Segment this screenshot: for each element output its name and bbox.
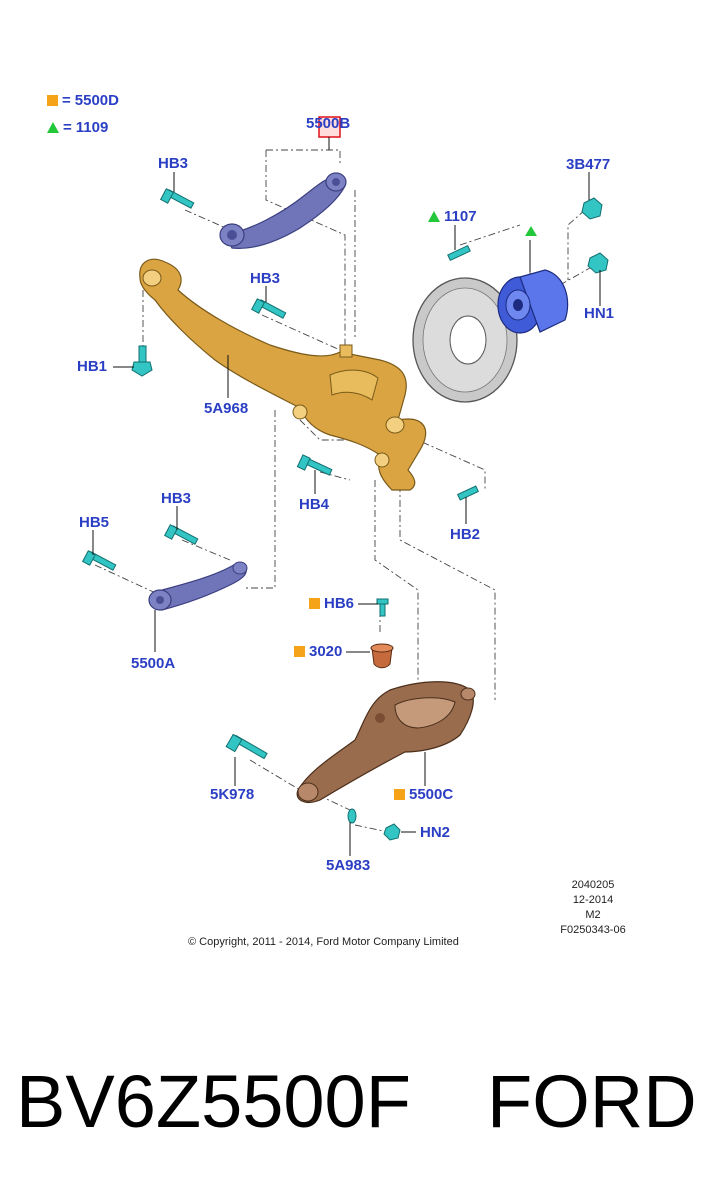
legend-equals: =: [63, 119, 72, 136]
label-hb3-low: HB3: [161, 490, 192, 507]
label-hb4: HB4: [299, 496, 330, 513]
hub-bearing: [497, 269, 569, 334]
orange-square-icon: [47, 95, 58, 106]
label-hb6: HB6: [324, 595, 355, 612]
label-3020: 3020: [309, 643, 343, 660]
part-number: BV6Z5500F: [16, 1060, 411, 1143]
knuckle-5a968: [139, 258, 427, 491]
label-hb2: HB2: [450, 526, 481, 543]
label-5500c-row: 5500C: [394, 786, 453, 803]
label-hb3-top: HB3: [158, 155, 189, 172]
label-hb5: HB5: [79, 514, 110, 531]
legend-equals: =: [62, 92, 71, 109]
label-1107-row: 1107: [428, 208, 477, 225]
label-5k978: 5K978: [210, 786, 255, 803]
label-3020-row: 3020: [294, 643, 342, 660]
legend-square-row: = 5500D: [47, 92, 119, 109]
label-hn2: HN2: [420, 824, 451, 841]
meta-date: 12-2014: [572, 894, 614, 906]
label-hb3-mid: HB3: [250, 270, 281, 287]
orange-square-icon: [294, 646, 305, 657]
green-triangle-icon: [428, 211, 440, 222]
green-triangle-icon: [47, 122, 59, 133]
label-3b477: 3B477: [566, 156, 611, 173]
label-5500c: 5500C: [409, 786, 454, 803]
hardware-fasteners: [81, 188, 609, 841]
suspension-exploded-diagram: [81, 116, 609, 856]
label-5500a: 5500A: [131, 655, 176, 672]
brake-shield: [412, 277, 518, 403]
legend-square-code: 5500D: [74, 92, 119, 109]
label-pointers: [92, 172, 601, 856]
legend-triangle-row: = 1109: [47, 119, 108, 136]
legend-triangle-code: 1109: [75, 119, 109, 136]
lower-arm-5500a: [148, 561, 248, 611]
label-5500b: 5500B: [306, 115, 351, 132]
label-1107: 1107: [444, 208, 477, 225]
meta-block: 2040205 12-2014 M2 F0250343-06: [543, 878, 643, 938]
label-5a983: 5A983: [326, 857, 371, 874]
meta-rev: M2: [585, 909, 601, 921]
copyright-notice: © Copyright, 2011 - 2014, Ford Motor Com…: [188, 936, 459, 948]
label-hb6-row: HB6: [309, 595, 354, 612]
label-5a968: 5A968: [204, 400, 249, 417]
label-hn1: HN1: [584, 305, 615, 322]
orange-square-icon: [394, 789, 405, 800]
spring-arm-5500c: [296, 681, 476, 803]
meta-figure-id: F0250343-06: [560, 924, 626, 936]
brand-name: FORD: [487, 1060, 697, 1143]
orange-square-icon: [309, 598, 320, 609]
triangle-marker-icon: [525, 226, 537, 236]
meta-code: 2040205: [571, 879, 615, 891]
upper-arm-5500b: [219, 172, 347, 249]
label-hb1: HB1: [77, 358, 108, 375]
bushing-3020: [370, 643, 394, 669]
